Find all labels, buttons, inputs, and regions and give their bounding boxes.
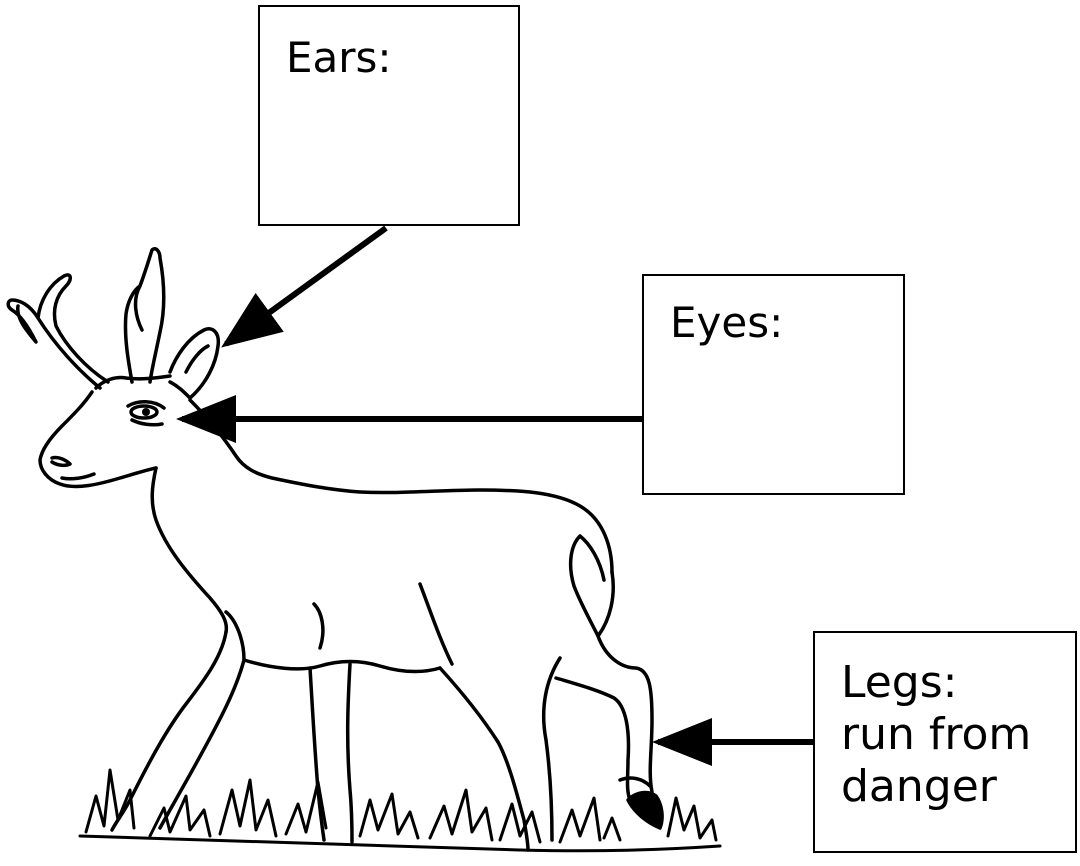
ears-label-title: Ears: — [286, 33, 518, 83]
deer-illustration — [8, 249, 720, 851]
right-antler — [125, 249, 163, 382]
deer-chest — [152, 468, 226, 632]
hind-leg-near — [440, 668, 528, 850]
eyes-label-box: Eyes: — [642, 274, 905, 495]
deer-belly — [244, 660, 440, 672]
legs-label-box: Legs: run from danger — [813, 631, 1077, 853]
front-leg-right — [310, 668, 324, 840]
legs-label-title: Legs: — [841, 657, 1075, 709]
ears-label-box: Ears: — [258, 5, 520, 226]
deer-hoof — [628, 793, 662, 828]
deer-neck-back — [190, 400, 612, 572]
grass — [80, 770, 720, 851]
legs-answer-line-1: run from — [841, 709, 1075, 761]
left-antler — [8, 275, 108, 388]
eyes-label-title: Eyes: — [670, 298, 903, 348]
front-leg-left — [112, 632, 226, 830]
legs-answer-line-2: danger — [841, 761, 1075, 813]
deer-tail — [571, 536, 614, 636]
ears-pointer-arrow — [226, 228, 386, 344]
deer-ear — [170, 329, 218, 398]
